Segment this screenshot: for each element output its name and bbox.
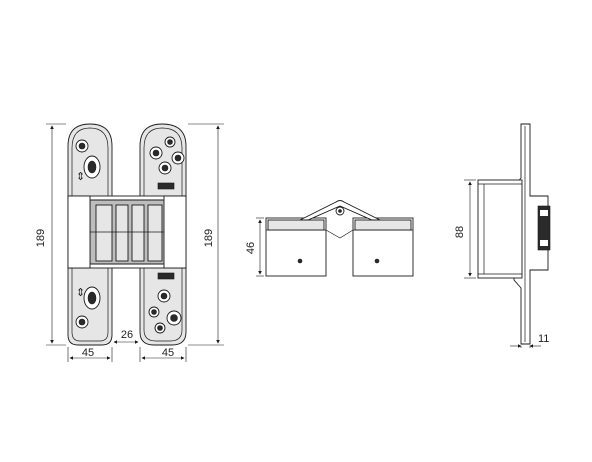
- upper-adjust-slot: [157, 182, 175, 190]
- left-width-dimension: 45: [82, 347, 94, 359]
- right-width-dimension: 45: [162, 347, 174, 359]
- gap-width-dimension: 26: [121, 329, 133, 341]
- left-adjust-arrow-icon-lower: ⇕: [76, 287, 85, 299]
- left-leaf-lower-screws: ⇕: [75, 286, 101, 329]
- side-mechanism: [537, 205, 551, 251]
- right-leaf-upper-screws: [149, 136, 185, 190]
- side-view: 88 11: [454, 123, 551, 348]
- left-leaf-upper-screws: ⇕: [75, 139, 101, 183]
- right-leaf-lower-screws: [148, 272, 182, 334]
- right-height-dimension: 189: [203, 229, 215, 247]
- flange-thickness-dimension: 11: [538, 333, 549, 345]
- side-body: [477, 179, 523, 279]
- lower-adjust-slot: [157, 272, 175, 280]
- left-adjust-arrow-icon: ⇕: [76, 171, 85, 183]
- front-view: ⇕ ⇕: [35, 123, 224, 362]
- hinge-linkage: [299, 200, 381, 221]
- depth-dimension: 46: [245, 242, 257, 254]
- top-view: 46: [245, 200, 414, 277]
- body-height-dimension: 88: [454, 226, 466, 238]
- hinge-mechanism: [67, 195, 187, 269]
- left-height-dimension: 189: [35, 229, 47, 247]
